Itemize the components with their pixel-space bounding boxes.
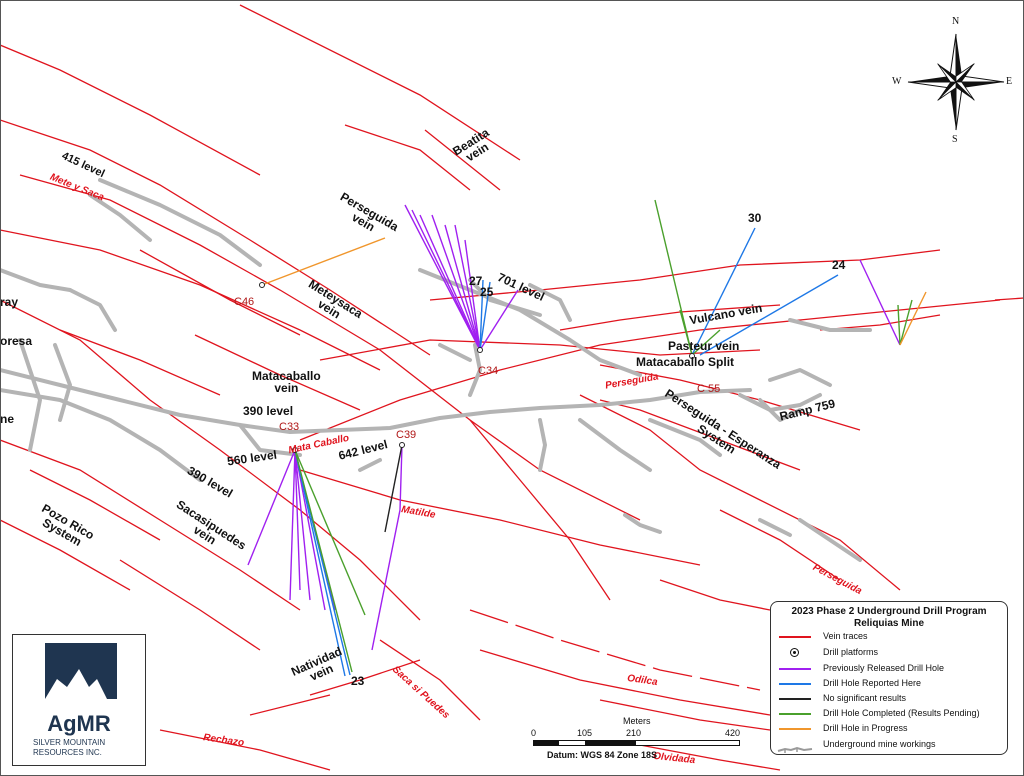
- level-label-390-upper: 390 level: [243, 404, 294, 418]
- legend: 2023 Phase 2 Underground Drill Program R…: [770, 601, 1008, 755]
- released-holes: [247, 204, 901, 651]
- scale-unit: Meters: [623, 716, 651, 726]
- platform-label-c34: C34: [478, 365, 499, 377]
- logo-wordmark: AgMR: [47, 711, 111, 736]
- scale-tick-420: 420: [725, 728, 741, 738]
- platform-label-c33: C33: [279, 421, 300, 433]
- vein-label-matacaballo-split: Matacaballo Split: [636, 355, 735, 369]
- compass-w: W: [892, 76, 902, 87]
- vein-label-pasteur: Pasteur vein: [668, 339, 740, 353]
- platform-label-c46: C46: [234, 296, 255, 308]
- legend-label: Drill Hole Reported Here: [823, 678, 922, 688]
- scale-tick-0: 0: [531, 728, 537, 738]
- legend-item-reported: Drill Hole Reported Here: [777, 678, 1003, 690]
- vein-label-matacaballo: Matacaballo vein: [252, 369, 321, 395]
- hole-number-27: 27: [469, 274, 483, 288]
- logo-line-2: RESOURCES INC.: [33, 748, 102, 757]
- platform-markers: [259, 282, 695, 453]
- legend-item-completed: Drill Hole Completed (Results Pending): [777, 708, 1003, 720]
- no-result-holes: [384, 444, 403, 533]
- edge-label-ray: ray: [0, 295, 19, 309]
- north-arrow-icon: N S E W: [888, 10, 1018, 150]
- legend-item-no-results: No significant results: [777, 693, 1003, 705]
- edge-label-oresa: oresa: [0, 334, 33, 348]
- legend-label: Drill Hole Completed (Results Pending): [823, 708, 980, 718]
- drill-holes: [247, 199, 927, 677]
- compass-e: E: [1006, 76, 1013, 87]
- completed-holes: [294, 199, 913, 673]
- workings-icon: [777, 741, 813, 753]
- scale-bar: Meters 0 105 210 420 Datum: WGS 84 Zone …: [527, 716, 747, 762]
- hole-number-23: 23: [351, 674, 365, 688]
- legend-label: Vein traces: [823, 631, 868, 641]
- vein-traces: [0, 4, 1024, 771]
- edge-label-ne: ne: [0, 412, 15, 426]
- legend-label: Underground mine workings: [823, 739, 936, 749]
- in-progress-holes: [261, 237, 927, 346]
- hole-number-25: 25: [480, 285, 494, 299]
- compass-n: N: [952, 16, 960, 27]
- logo-line-1: SILVER MOUNTAIN: [33, 738, 106, 747]
- hole-number-30: 30: [748, 211, 762, 225]
- platform-label-c55: C 55: [697, 383, 721, 395]
- legend-label: No significant results: [823, 693, 907, 703]
- mountain-logo-icon: [45, 643, 117, 699]
- legend-title: 2023 Phase 2 Underground Drill Program: [791, 606, 987, 617]
- scale-datum: Datum: WGS 84 Zone 18S: [547, 750, 658, 760]
- legend-label: Previously Released Drill Hole: [823, 663, 945, 673]
- legend-label: Drill Hole in Progress: [823, 723, 908, 733]
- drill-platform-icon: [790, 648, 799, 657]
- scale-bar-graphic: [533, 740, 740, 746]
- legend-item-released: Previously Released Drill Hole: [777, 663, 1003, 675]
- legend-item-in-progress: Drill Hole in Progress: [777, 723, 1003, 735]
- legend-label: Drill platforms: [823, 647, 879, 657]
- legend-subtitle: Reliquias Mine: [853, 618, 924, 629]
- legend-item-workings: Underground mine workings: [777, 739, 1003, 753]
- scale-tick-105: 105: [577, 728, 593, 738]
- mine-workings: [0, 178, 872, 562]
- company-logo: AgMR SILVER MOUNTAIN RESOURCES INC.: [12, 634, 146, 766]
- reported-holes: [294, 227, 839, 677]
- platform-label-c39: C39: [396, 429, 417, 441]
- scale-tick-210: 210: [626, 728, 642, 738]
- hole-number-24: 24: [832, 258, 846, 272]
- legend-item-drill-platforms: Drill platforms: [777, 647, 1003, 659]
- compass-s: S: [952, 134, 958, 145]
- legend-item-vein-traces: Vein traces: [777, 631, 1003, 643]
